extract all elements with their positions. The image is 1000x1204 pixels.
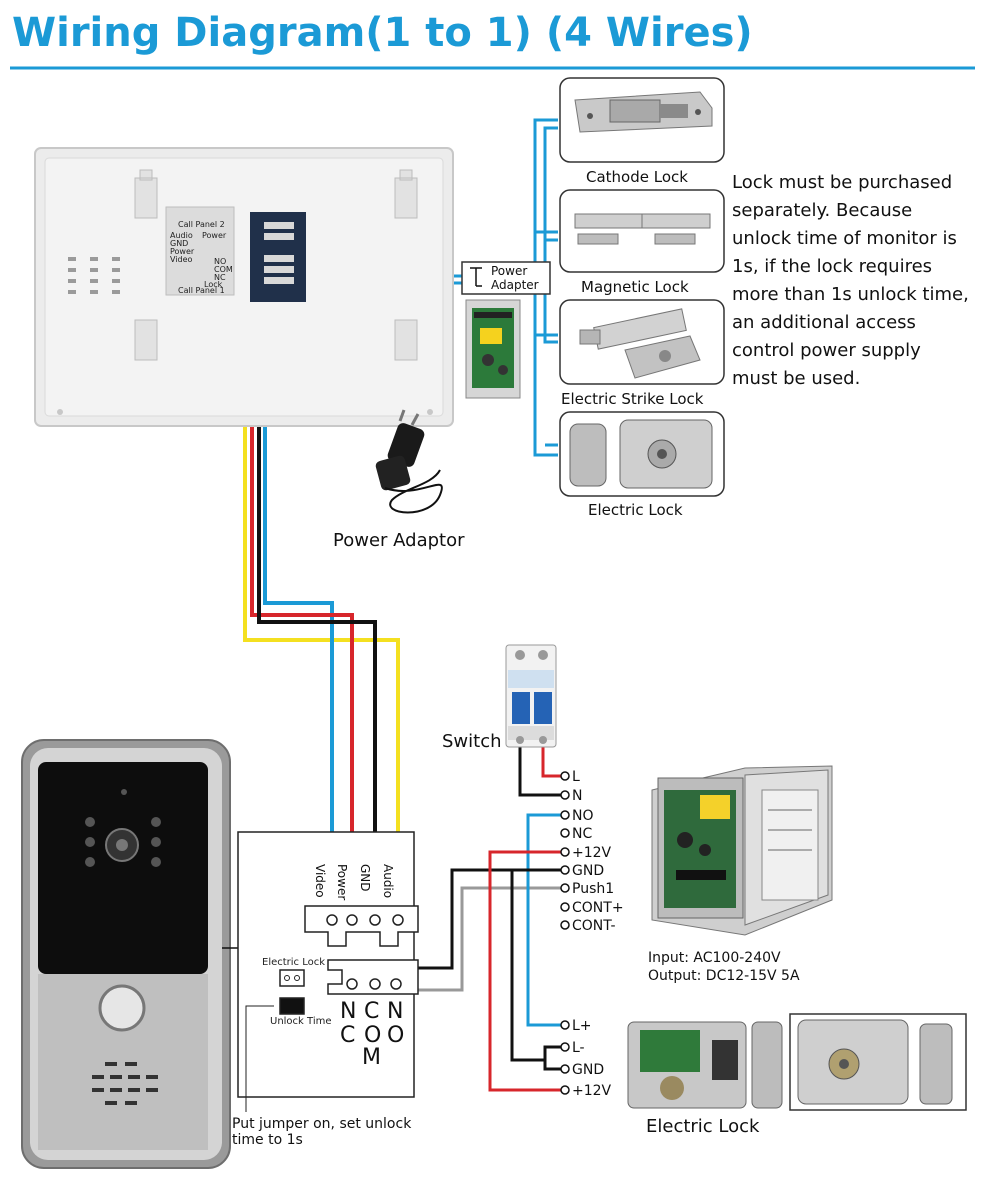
- call-panel-2-label: Call Panel 2: [178, 220, 225, 229]
- lock-terminal-gnd: GND: [572, 1062, 604, 1078]
- lock-terminal-l-minus: L-: [572, 1040, 585, 1056]
- lock-note-line-3: unlock time of monitor is: [732, 228, 957, 249]
- unlock-time-jumper-label: Unlock Time: [270, 1016, 332, 1027]
- electric-lock-jumper-label: Electric Lock: [262, 957, 325, 968]
- outdoor-terminal-board: Video Power GND Audio N C C O M N O Elec…: [237, 831, 419, 1112]
- terminal-label-power: Power: [335, 864, 349, 900]
- lock-note-line-6: an additional access: [732, 312, 916, 333]
- lock-item-electric: Electric Lock: [559, 411, 725, 519]
- lock-note-line-8: must be used.: [732, 368, 860, 389]
- supply-terminal-nc: NC: [572, 826, 592, 842]
- lock-note-line-4: 1s, if the lock requires: [732, 256, 932, 277]
- lock-note-line-2: separately. Because: [732, 200, 912, 221]
- relay-com-m: M: [362, 1045, 381, 1070]
- switch-label: Switch: [442, 731, 502, 752]
- supply-terminal-no: NO: [572, 808, 594, 824]
- lock-terminal-l-plus: L+: [572, 1018, 592, 1034]
- electric-lock-icon: [569, 419, 713, 489]
- sticker-video: Video: [170, 255, 193, 264]
- terminal-label-gnd: GND: [358, 864, 372, 892]
- supply-terminal-cont-plus: CONT+: [572, 900, 624, 916]
- speaker-grille-icon: [92, 1062, 158, 1105]
- sticker-power-hdr: Power: [202, 231, 227, 240]
- lock-terminal-strip: [560, 1020, 570, 1095]
- call-panel-1-label: Call Panel 1: [178, 286, 225, 295]
- electric-lock-photo-icon: [627, 1013, 967, 1111]
- indoor-monitor: Call Panel 2 Audio GND Power Video Power…: [34, 147, 454, 427]
- supply-terminal-12v: +12V: [572, 845, 612, 861]
- outdoor-call-panel: [21, 739, 231, 1169]
- lock-note-line-1: Lock must be purchased: [732, 172, 952, 193]
- sticker-lock: Lock: [204, 280, 223, 289]
- supply-lock-cables: [488, 813, 565, 1092]
- jumper-note-line-1: Put jumper on, set unlock: [232, 1116, 412, 1132]
- power-adapter-box: Power Adapter: [461, 261, 551, 295]
- cathode-lock-icon: [574, 91, 713, 133]
- electric-strike-lock-caption: Electric Strike Lock: [561, 390, 704, 408]
- magnetic-lock-caption: Magnetic Lock: [581, 278, 689, 296]
- electric-strike-lock-icon: [579, 308, 701, 379]
- terminal-label-sticker: [165, 206, 235, 296]
- power-adapter-line2: Adapter: [491, 278, 539, 292]
- lock-note-line-7: control power supply: [732, 340, 921, 361]
- relay-nc-c: C: [340, 1023, 355, 1048]
- terminal-label-audio: Audio: [381, 864, 395, 898]
- access-power-supply-icon: [651, 765, 833, 936]
- supply-terminal-n: N: [572, 788, 582, 804]
- relay-no-n: N: [387, 999, 403, 1024]
- lock-note-line-5: more than 1s unlock time,: [732, 284, 969, 305]
- supply-terminal-strip: [560, 771, 570, 930]
- supply-terminal-l: L: [572, 769, 580, 785]
- jumper-electric-lock: [279, 969, 305, 987]
- relay-com-o: O: [364, 1023, 381, 1048]
- power-adaptor-icon: [375, 409, 443, 514]
- lock-item-electric-strike: Electric Strike Lock: [559, 299, 725, 408]
- relay-nc-n: N: [340, 999, 356, 1024]
- psu-input-spec: Input: AC100-240V: [648, 950, 781, 966]
- power-adapter-line1: Power: [491, 264, 527, 278]
- sticker-no: NO: [214, 257, 226, 266]
- sticker-power: Power: [170, 247, 195, 256]
- lock-terminal-12v: +12V: [572, 1083, 612, 1099]
- magnetic-lock-icon: [574, 213, 711, 245]
- sticker-com: COM: [214, 265, 233, 274]
- connector-symbol-icon: [470, 267, 482, 287]
- lock-note: Lock must be purchased separately. Becau…: [732, 172, 969, 389]
- terminal-label-video: Video: [313, 864, 327, 898]
- jumper-unlock-time: [279, 997, 305, 1015]
- relay-no-o: O: [387, 1023, 404, 1048]
- sticker-audio: Audio: [170, 231, 193, 240]
- power-adaptor-caption: Power Adaptor: [333, 530, 465, 551]
- electric-lock-bottom-caption: Electric Lock: [646, 1116, 760, 1137]
- breaker-switch-icon: [505, 644, 557, 748]
- switch-cables: [518, 745, 565, 797]
- electric-lock-caption: Electric Lock: [588, 501, 683, 519]
- supply-terminal-push1: Push1: [572, 881, 614, 897]
- lock-branch-cables: [518, 118, 558, 457]
- supply-terminal-gnd: GND: [572, 863, 604, 879]
- cathode-lock-caption: Cathode Lock: [586, 168, 688, 186]
- jumper-note-line-2: time to 1s: [232, 1132, 303, 1148]
- page-title: Wiring Diagram(1 to 1) (4 Wires): [12, 10, 753, 56]
- lock-item-magnetic: Magnetic Lock: [559, 189, 725, 296]
- psu-output-spec: Output: DC12-15V 5A: [648, 968, 800, 984]
- lock-item-cathode: Cathode Lock: [559, 77, 725, 186]
- sticker-nc: NC: [214, 273, 226, 282]
- access-control-psu-icon: [465, 299, 521, 399]
- sticker-gnd: GND: [170, 239, 188, 248]
- monitor-outdoor-cable: [243, 285, 400, 915]
- call-button-icon: [98, 984, 146, 1032]
- relay-com-c: C: [364, 999, 379, 1024]
- supply-terminal-cont-minus: CONT-: [572, 918, 616, 934]
